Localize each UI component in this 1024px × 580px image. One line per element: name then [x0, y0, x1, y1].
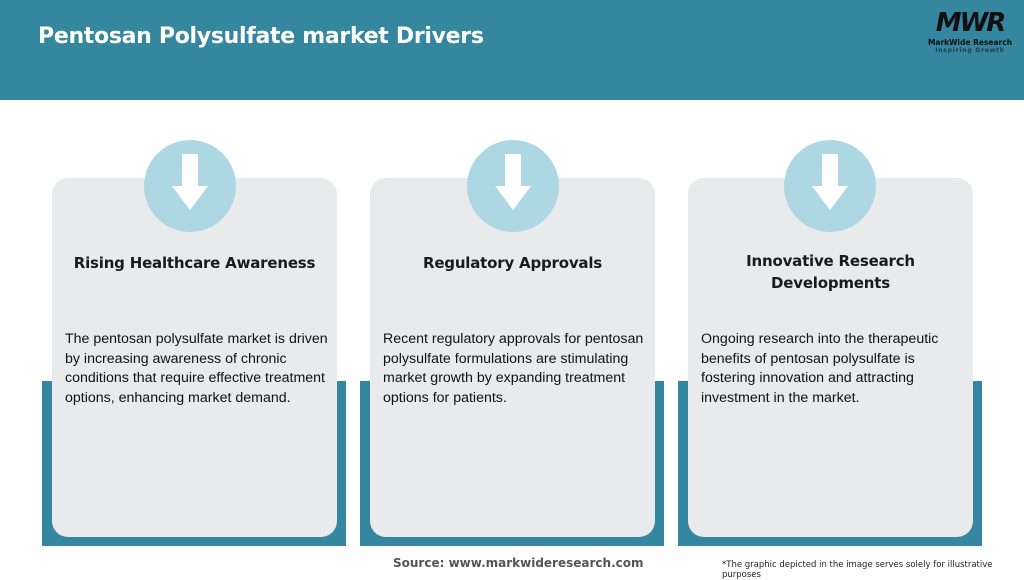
markwide-logo: MWR MarkWide Research Inspiring Growth: [922, 8, 1018, 58]
driver-card: Rising Healthcare Awareness The pentosan…: [52, 178, 337, 537]
logo-tagline: Inspiring Growth: [935, 47, 1005, 54]
disclaimer-note: *The graphic depicted in the image serve…: [722, 560, 993, 580]
header-banner: Pentosan Polysulfate market Drivers MWR …: [0, 0, 1024, 100]
source-credit: Source: www.markwideresearch.com: [393, 556, 644, 570]
card-body: The pentosan polysulfate market is drive…: [65, 331, 328, 406]
logo-mark: MWR: [935, 8, 1007, 38]
card-body: Recent regulatory approvals for pentosan…: [383, 331, 644, 406]
page-title: Pentosan Polysulfate market Drivers: [38, 24, 484, 49]
driver-column-1: Rising Healthcare Awareness The pentosan…: [42, 0, 352, 576]
card-title: Innovative Research Developments: [746, 252, 915, 292]
down-arrow-icon: [784, 140, 876, 232]
down-arrow-icon: [144, 140, 236, 232]
driver-column-2: Regulatory Approvals Recent regulatory a…: [360, 0, 670, 576]
card-title: Regulatory Approvals: [422, 254, 603, 272]
card-title: Rising Healthcare Awareness: [73, 254, 316, 272]
card-body: Ongoing research into the therapeutic be…: [701, 331, 939, 406]
driver-card: Regulatory Approvals Recent regulatory a…: [370, 178, 655, 537]
driver-card: Innovative Research Developments Ongoing…: [688, 178, 973, 537]
logo-name: MarkWide Research: [927, 38, 1013, 47]
driver-column-3: Innovative Research Developments Ongoing…: [678, 0, 988, 576]
down-arrow-icon: [467, 140, 559, 232]
